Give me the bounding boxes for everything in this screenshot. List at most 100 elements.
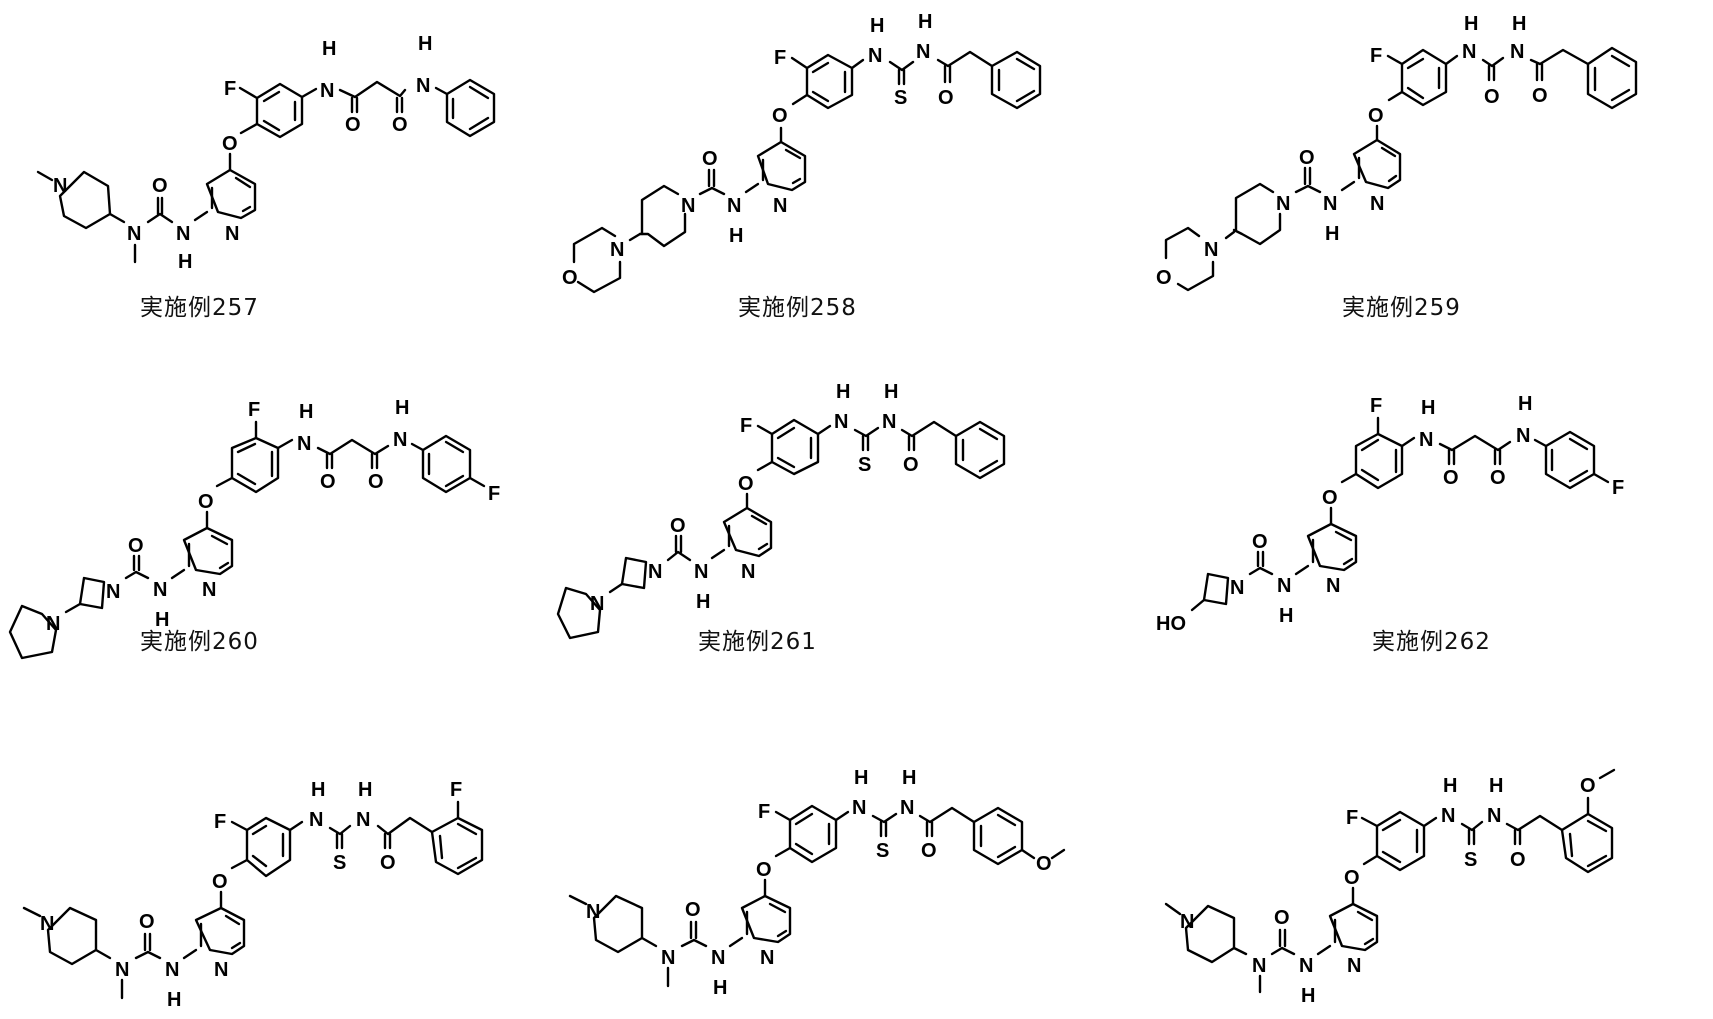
svg-text:F: F (758, 801, 770, 823)
svg-text:N: N (852, 797, 866, 819)
svg-text:N: N (176, 223, 190, 245)
svg-text:O: O (212, 871, 228, 893)
svg-text:F: F (1370, 395, 1382, 417)
svg-text:F: F (248, 399, 260, 421)
svg-text:N: N (53, 175, 67, 197)
structure-261: F NH S NH O O N NH O N N (556, 381, 1006, 640)
svg-text:O: O (738, 473, 754, 495)
svg-text:H: H (1489, 775, 1503, 797)
svg-text:F: F (488, 483, 500, 505)
svg-text:O: O (1510, 849, 1526, 871)
svg-text:H: H (836, 381, 850, 403)
svg-text:N: N (1326, 575, 1340, 597)
svg-text:O: O (380, 852, 396, 874)
svg-text:N: N (1323, 193, 1337, 215)
svg-text:F: F (214, 811, 226, 833)
svg-text:N: N (610, 239, 624, 261)
svg-text:H: H (311, 779, 325, 801)
svg-text:N: N (590, 593, 604, 615)
svg-text:N: N (1510, 41, 1524, 63)
caption-258: 実施例258 (738, 295, 857, 321)
svg-text:N: N (115, 959, 129, 981)
svg-text:H: H (322, 38, 336, 60)
svg-text:N: N (868, 45, 882, 67)
svg-text:N: N (214, 959, 228, 981)
svg-text:H: H (1512, 13, 1526, 35)
svg-text:O: O (685, 899, 701, 921)
svg-text:O: O (345, 114, 361, 136)
svg-text:H: H (358, 779, 372, 801)
svg-text:N: N (153, 579, 167, 601)
svg-text:N: N (916, 41, 930, 63)
svg-text:H: H (299, 401, 313, 423)
svg-text:H: H (918, 11, 932, 33)
svg-text:O: O (1484, 86, 1500, 108)
svg-text:F: F (1612, 477, 1624, 499)
svg-text:S: S (858, 454, 871, 476)
svg-text:N: N (1230, 577, 1244, 599)
svg-text:H: H (1325, 223, 1339, 245)
svg-text:O: O (1252, 531, 1268, 553)
svg-text:O: O (702, 148, 718, 170)
svg-text:N: N (416, 75, 430, 97)
svg-text:N: N (681, 195, 695, 217)
svg-text:O: O (1299, 147, 1315, 169)
svg-text:O: O (128, 535, 144, 557)
svg-text:O: O (1532, 85, 1548, 107)
svg-text:O: O (392, 114, 408, 136)
svg-text:H: H (902, 767, 916, 789)
svg-text:N: N (1487, 805, 1501, 827)
svg-text:O: O (1580, 775, 1596, 797)
structure-263: F NH S NH O F O N NH O N N (22, 779, 484, 1011)
svg-text:N: N (760, 947, 774, 969)
svg-text:N: N (1252, 955, 1266, 977)
svg-text:N: N (46, 613, 60, 635)
svg-text:O: O (139, 911, 155, 933)
svg-text:H: H (884, 381, 898, 403)
svg-text:N: N (727, 195, 741, 217)
svg-text:N: N (356, 809, 370, 831)
svg-text:N: N (900, 797, 914, 819)
svg-text:H: H (1279, 605, 1293, 627)
svg-text:N: N (1370, 193, 1384, 215)
svg-text:F: F (1346, 807, 1358, 829)
svg-text:N: N (165, 959, 179, 981)
svg-text:N: N (834, 411, 848, 433)
svg-text:H: H (1518, 393, 1532, 415)
svg-text:F: F (740, 415, 752, 437)
svg-text:O: O (1036, 853, 1052, 875)
svg-text:F: F (1370, 45, 1382, 67)
svg-text:F: F (224, 78, 236, 100)
svg-text:N: N (106, 581, 120, 603)
caption-257: 実施例257 (140, 295, 259, 321)
svg-text:N: N (320, 80, 334, 102)
structure-262: F NH O O NH F O N NH O N HO (1156, 393, 1624, 635)
svg-text:N: N (202, 579, 216, 601)
svg-text:S: S (1464, 849, 1477, 871)
svg-text:O: O (921, 840, 937, 862)
svg-text:N: N (711, 947, 725, 969)
svg-text:O: O (1274, 907, 1290, 929)
svg-text:N: N (773, 195, 787, 217)
svg-text:O: O (670, 515, 686, 537)
structure-258: F NH S NH O O N NH O N N O (562, 11, 1042, 294)
svg-text:O: O (368, 471, 384, 493)
caption-261: 実施例261 (698, 629, 817, 655)
svg-text:H: H (1301, 985, 1315, 1007)
svg-text:O: O (152, 175, 168, 197)
caption-260: 実施例260 (140, 629, 259, 655)
svg-text:O: O (1490, 467, 1506, 489)
svg-text:S: S (894, 87, 907, 109)
svg-text:H: H (1443, 775, 1457, 797)
svg-text:N: N (586, 901, 600, 923)
svg-text:O: O (1156, 267, 1172, 289)
svg-text:H: H (167, 989, 181, 1011)
svg-text:H: H (729, 225, 743, 247)
svg-text:H: H (1421, 397, 1435, 419)
